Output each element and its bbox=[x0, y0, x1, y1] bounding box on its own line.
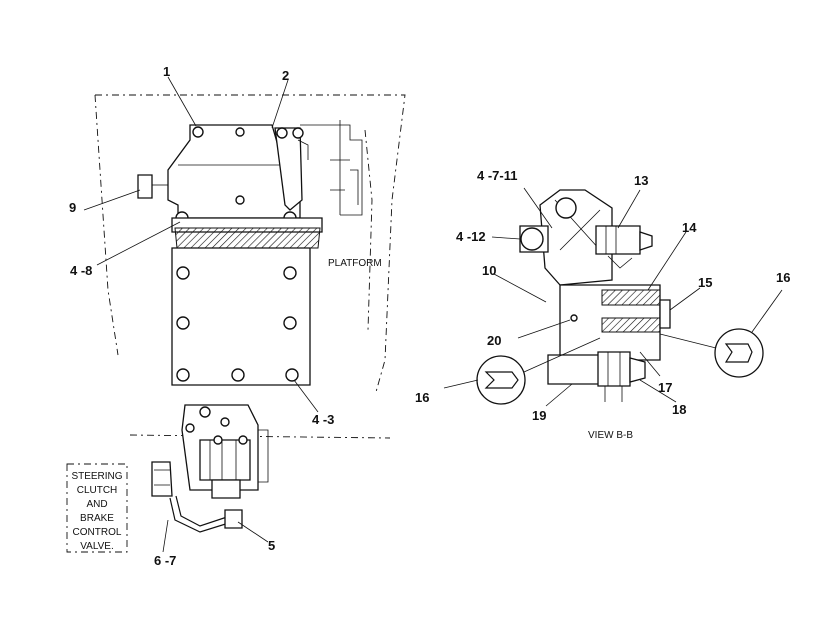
callout-6-7: 6 -7 bbox=[154, 553, 176, 568]
callout-4-8: 4 -8 bbox=[70, 263, 92, 278]
callout-19: 19 bbox=[532, 408, 546, 423]
main-valve-body bbox=[171, 217, 323, 386]
callout-16-right: 16 bbox=[776, 270, 790, 285]
callout-10: 10 bbox=[482, 263, 496, 278]
valve-mounting-block bbox=[137, 124, 309, 225]
view-b-b-assembly bbox=[519, 189, 671, 402]
seal-detail-left bbox=[476, 337, 601, 405]
seal-detail-right bbox=[659, 328, 764, 378]
right-leader-lines bbox=[443, 187, 783, 407]
callout-4-3: 4 -3 bbox=[312, 412, 334, 427]
callout-18: 18 bbox=[672, 402, 686, 417]
caption-line-1: STEERING bbox=[71, 471, 122, 482]
callout-5: 5 bbox=[268, 538, 275, 553]
callout-2: 2 bbox=[282, 68, 289, 83]
callout-17: 17 bbox=[658, 380, 672, 395]
steering-clutch-brake-control-valve bbox=[151, 404, 269, 533]
callout-4-7-11: 4 -7-11 bbox=[477, 168, 517, 183]
callout-1: 1 bbox=[163, 64, 170, 79]
caption-line-4: BRAKE bbox=[80, 513, 114, 524]
callout-14: 14 bbox=[682, 220, 697, 235]
callout-15: 15 bbox=[698, 275, 712, 290]
callout-16-left: 16 bbox=[415, 390, 429, 405]
platform-frame bbox=[94, 94, 406, 439]
caption-line-3: AND bbox=[86, 499, 107, 510]
caption-line-2: CLUTCH bbox=[77, 485, 118, 496]
platform-label: PLATFORM bbox=[328, 258, 382, 269]
valve-caption-box: STEERING CLUTCH AND BRAKE CONTROL VALVE. bbox=[66, 463, 128, 553]
callout-9: 9 bbox=[69, 200, 76, 215]
view-label: VIEW B-B bbox=[588, 430, 633, 441]
callout-20: 20 bbox=[487, 333, 501, 348]
caption-line-5: CONTROL bbox=[73, 527, 122, 538]
callout-13: 13 bbox=[634, 173, 648, 188]
callout-4-12: 4 -12 bbox=[456, 229, 486, 244]
left-leader-lines bbox=[83, 76, 319, 553]
caption-line-6: VALVE. bbox=[80, 541, 114, 552]
